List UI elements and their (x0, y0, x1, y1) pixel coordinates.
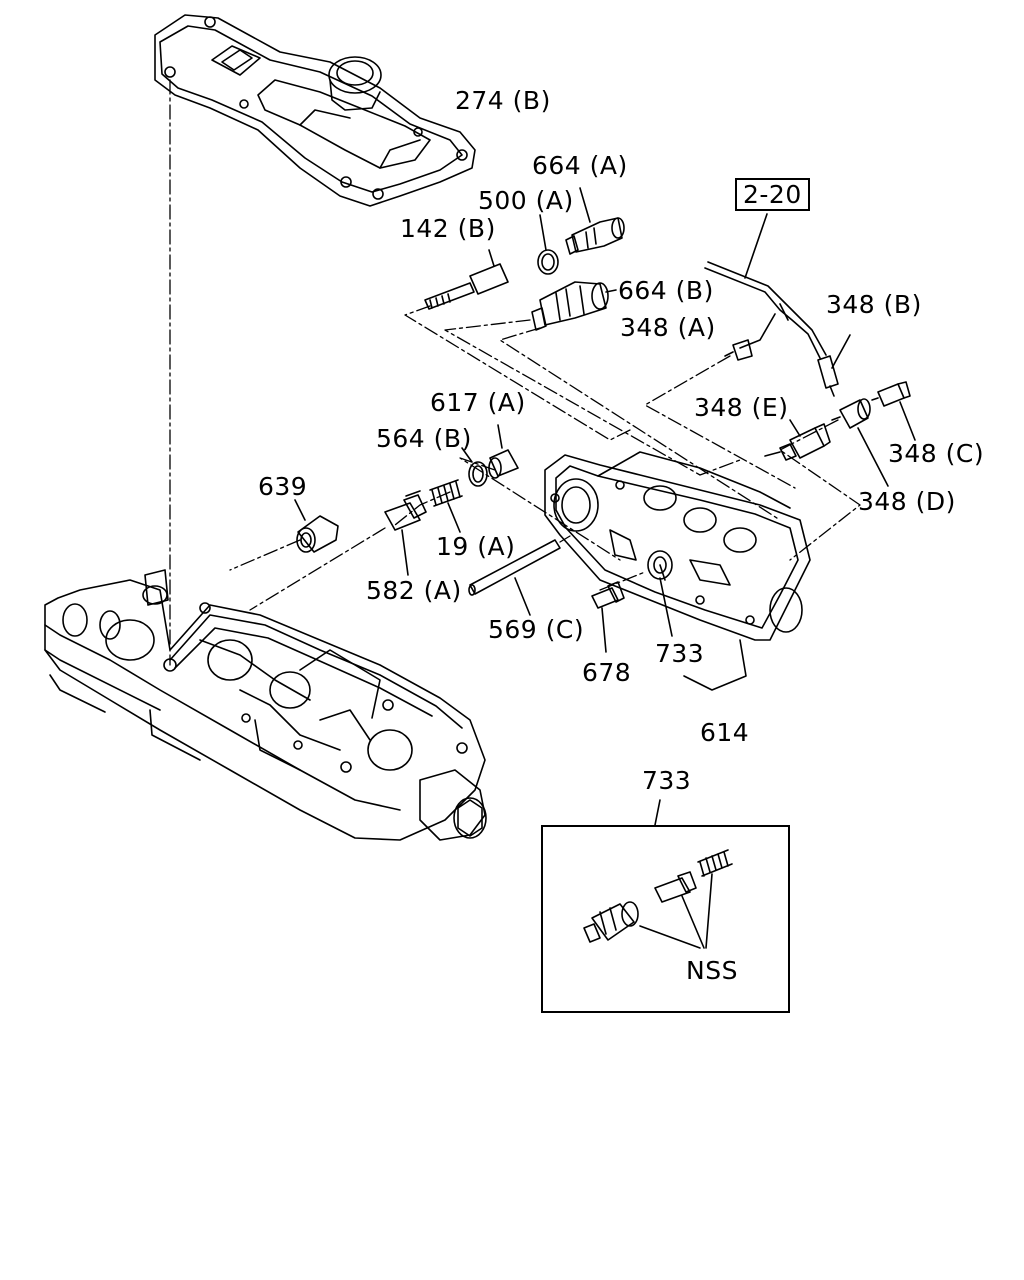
label-678: 678 (582, 658, 632, 687)
label-664a: 664 (A) (532, 151, 628, 180)
harness-2-20 (704, 213, 851, 397)
label-639: 639 (258, 472, 308, 501)
label-348d: 348 (D) (858, 487, 956, 516)
label-617a: 617 (A) (430, 388, 526, 417)
valve-body-614 (544, 451, 811, 641)
label-564b: 564 (B) (376, 424, 472, 453)
label-348a: 348 (A) (620, 313, 716, 342)
sleeve-639 (294, 499, 339, 553)
label-348e: 348 (E) (694, 393, 789, 422)
label-nss: NSS (686, 956, 738, 985)
assembly-lines (229, 305, 861, 611)
label-582a: 582 (A) (366, 576, 462, 605)
lower-valve-body (44, 569, 487, 841)
label-348c: 348 (C) (888, 439, 985, 468)
detail-box-733 (541, 825, 790, 1013)
valve-582a (384, 490, 427, 576)
bolt-142b (424, 249, 509, 310)
label-569c: 569 (C) (488, 615, 585, 644)
label-348b: 348 (B) (826, 290, 922, 319)
label-733: 733 (655, 639, 705, 668)
sensor-348e (764, 419, 831, 461)
solenoid-664a (565, 187, 625, 255)
solenoid-664b (531, 281, 617, 331)
oring-500a (537, 249, 559, 275)
label-733-detail: 733 (642, 766, 692, 795)
label-142b: 142 (B) (400, 214, 496, 243)
sensor-348c (871, 381, 916, 441)
reference-box-2-20[interactable]: 2-20 (735, 178, 810, 211)
pin-569c (468, 539, 561, 616)
label-500a: 500 (A) (478, 186, 574, 215)
label-19a: 19 (A) (436, 532, 516, 561)
bolt-678 (591, 581, 625, 653)
plug-617a (488, 424, 519, 479)
sensor-348d (831, 398, 889, 487)
label-274b: 274 (B) (455, 86, 551, 115)
washer-564b (461, 447, 488, 487)
top-cover-274b (154, 14, 476, 207)
label-614: 614 (700, 718, 750, 747)
label-664b: 664 (B) (618, 276, 714, 305)
detail-733-parts (583, 799, 733, 949)
spring-19a (429, 479, 463, 533)
